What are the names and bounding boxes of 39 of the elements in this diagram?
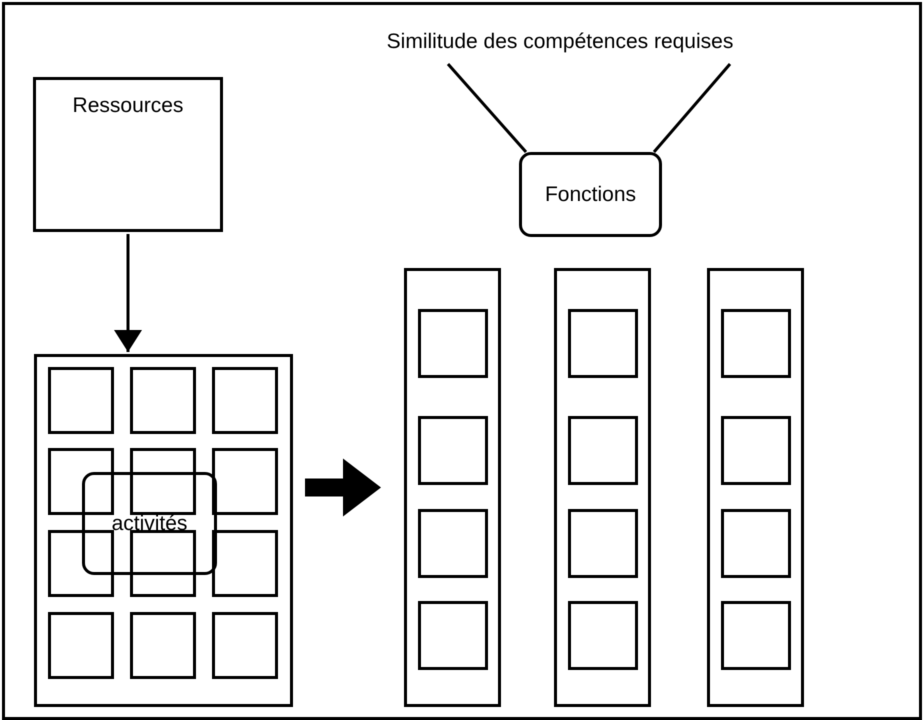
square-box (418, 416, 488, 485)
square-box (418, 601, 488, 670)
square-box (721, 309, 791, 378)
rounded-box (519, 152, 662, 237)
square-box (212, 612, 278, 679)
square-box (212, 530, 278, 597)
square-box (721, 416, 791, 485)
arrow (114, 234, 142, 352)
connector-line (652, 63, 732, 153)
rounded-box (82, 472, 217, 575)
square-box (554, 268, 651, 707)
square-box (707, 268, 804, 707)
node-label: Ressources (72, 94, 184, 118)
square-box (418, 309, 488, 378)
square-box (48, 530, 114, 597)
connector-line (446, 63, 528, 153)
square-box (34, 354, 293, 707)
node-label: Similitude des compétences requises (386, 30, 734, 54)
square-box (130, 448, 196, 515)
square-box (130, 612, 196, 679)
square-box (130, 530, 196, 597)
node-label: activités (112, 512, 188, 536)
square-box (404, 268, 501, 707)
square-box (568, 309, 638, 378)
square-box (212, 448, 278, 515)
square-box (212, 367, 278, 434)
square-box (568, 416, 638, 485)
square-box (721, 601, 791, 670)
square-box (721, 509, 791, 578)
square-box (568, 509, 638, 578)
square-box (130, 367, 196, 434)
square-box (568, 601, 638, 670)
square-box (48, 448, 114, 515)
square-box (48, 612, 114, 679)
box (33, 77, 223, 232)
node-label: Fonctions (544, 182, 636, 206)
arrow (305, 458, 381, 516)
square-box (48, 367, 114, 434)
square-box (418, 509, 488, 578)
